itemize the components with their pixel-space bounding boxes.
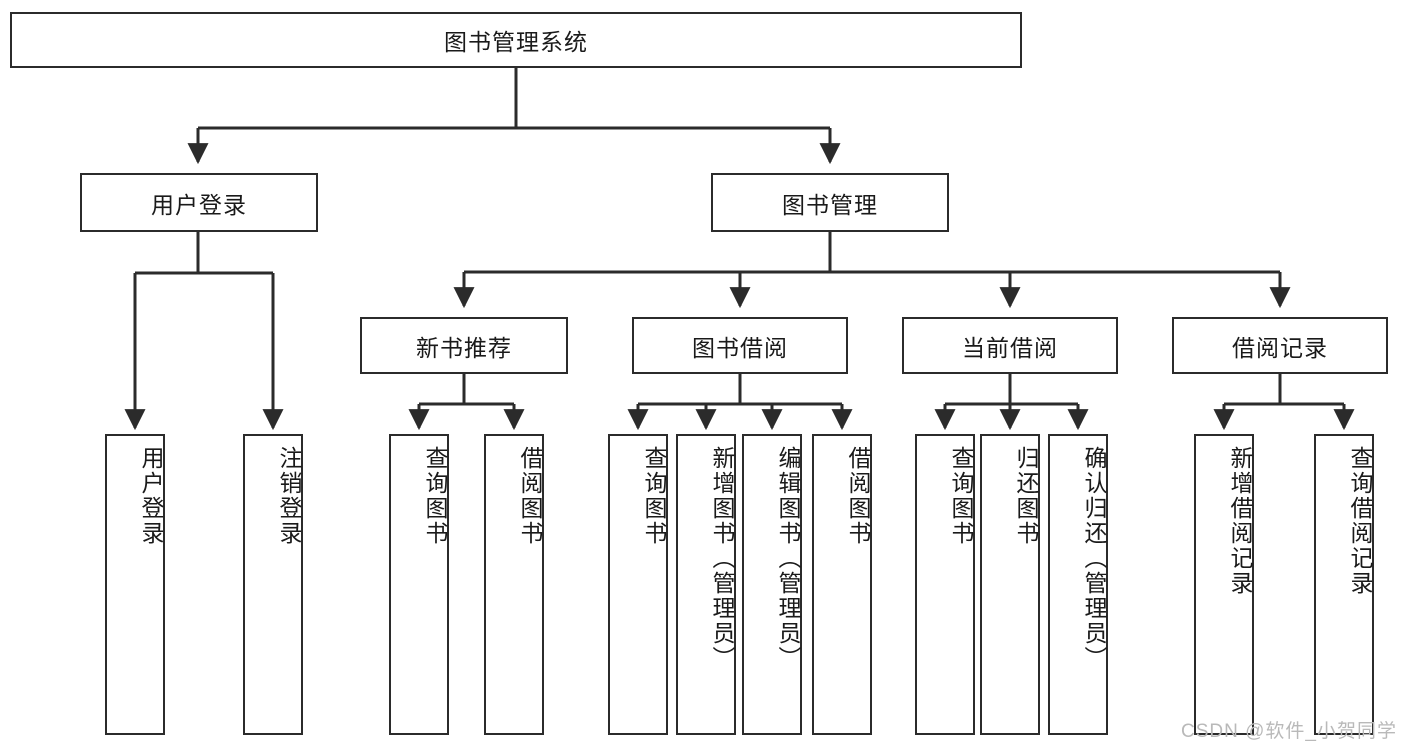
leaf-logout[interactable]: 注销登录 <box>243 434 303 735</box>
node-current-borrow[interactable]: 当前借阅 <box>902 317 1118 374</box>
leaf-borrow-add-book-admin-label: 新增图书（管理员） <box>709 446 735 671</box>
node-borrow-records[interactable]: 借阅记录 <box>1172 317 1388 374</box>
leaf-borrow-query-books-label: 查询图书 <box>641 446 667 546</box>
leaf-borrow-borrow-books[interactable]: 借阅图书 <box>812 434 872 735</box>
leaf-current-confirm-return-admin-label: 确认归还（管理员） <box>1081 446 1107 671</box>
leaf-newbook-query-books[interactable]: 查询图书 <box>389 434 449 735</box>
node-current-borrow-label: 当前借阅 <box>962 334 1058 361</box>
leaf-logout-label: 注销登录 <box>276 446 302 546</box>
leaf-records-query-record[interactable]: 查询借阅记录 <box>1314 434 1374 735</box>
node-root[interactable]: 图书管理系统 <box>10 12 1022 68</box>
node-new-book-recommend[interactable]: 新书推荐 <box>360 317 568 374</box>
leaf-newbook-borrow-books[interactable]: 借阅图书 <box>484 434 544 735</box>
leaf-user-login[interactable]: 用户登录 <box>105 434 165 735</box>
leaf-borrow-borrow-books-label: 借阅图书 <box>845 446 871 546</box>
leaf-current-return-books-label: 归还图书 <box>1013 446 1039 546</box>
node-book-borrow[interactable]: 图书借阅 <box>632 317 848 374</box>
leaf-current-query-books-label: 查询图书 <box>948 446 974 546</box>
node-book-borrow-label: 图书借阅 <box>692 334 788 361</box>
leaf-current-confirm-return-admin[interactable]: 确认归还（管理员） <box>1048 434 1108 735</box>
leaf-newbook-borrow-books-label: 借阅图书 <box>517 446 543 546</box>
leaf-borrow-add-book-admin[interactable]: 新增图书（管理员） <box>676 434 736 735</box>
node-borrow-records-label: 借阅记录 <box>1232 334 1328 361</box>
leaf-newbook-query-books-label: 查询图书 <box>422 446 448 546</box>
leaf-records-add-record[interactable]: 新增借阅记录 <box>1194 434 1254 735</box>
node-user-login-label: 用户登录 <box>151 191 247 218</box>
node-root-label: 图书管理系统 <box>444 29 588 55</box>
leaf-records-add-record-label: 新增借阅记录 <box>1227 446 1253 596</box>
node-new-book-recommend-label: 新书推荐 <box>416 334 512 361</box>
leaf-borrow-edit-book-admin[interactable]: 编辑图书（管理员） <box>742 434 802 735</box>
leaf-current-query-books[interactable]: 查询图书 <box>915 434 975 735</box>
leaf-user-login-label: 用户登录 <box>138 446 164 546</box>
leaf-borrow-query-books[interactable]: 查询图书 <box>608 434 668 735</box>
leaf-borrow-edit-book-admin-label: 编辑图书（管理员） <box>775 446 801 671</box>
node-book-management-label: 图书管理 <box>782 191 878 218</box>
node-book-management[interactable]: 图书管理 <box>711 173 949 232</box>
leaf-current-return-books[interactable]: 归还图书 <box>980 434 1040 735</box>
node-user-login[interactable]: 用户登录 <box>80 173 318 232</box>
leaf-records-query-record-label: 查询借阅记录 <box>1347 446 1373 596</box>
